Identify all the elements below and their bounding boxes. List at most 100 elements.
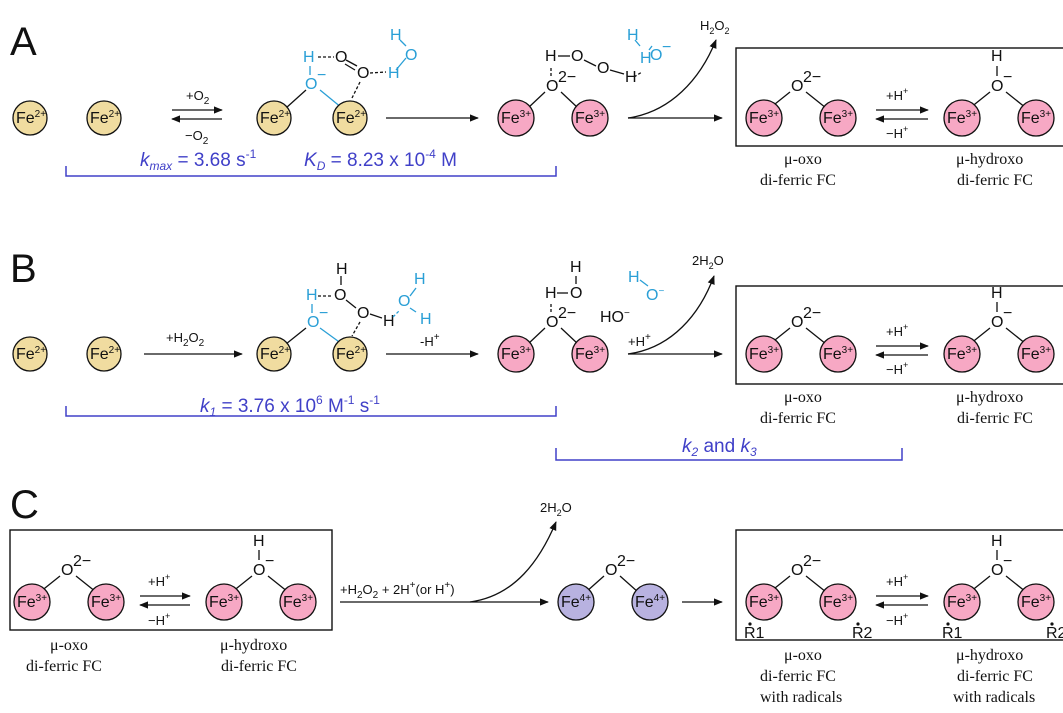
svg-text:−: − bbox=[1003, 69, 1012, 86]
caption-mu-hydroxo: μ-hydroxo bbox=[956, 389, 1023, 406]
svg-text:Fe3+: Fe3+ bbox=[823, 593, 853, 611]
svg-text:O: O bbox=[305, 76, 317, 93]
panel-label-a: A bbox=[10, 20, 37, 64]
svg-text:H: H bbox=[625, 69, 637, 86]
svg-text:Fe3+: Fe3+ bbox=[209, 593, 239, 611]
svg-text:2−: 2− bbox=[558, 305, 576, 322]
caption-mu-hydroxo: μ-hydroxo bbox=[956, 647, 1023, 664]
svg-text:−: − bbox=[1003, 305, 1012, 322]
svg-text:Fe3+: Fe3+ bbox=[91, 593, 121, 611]
release-arrow bbox=[627, 39, 717, 119]
svg-text:+H+: +H+ bbox=[886, 572, 908, 589]
svg-text:Fe2+: Fe2+ bbox=[336, 345, 366, 363]
svg-text:Fe4+: Fe4+ bbox=[561, 593, 591, 611]
svg-text:2−: 2− bbox=[558, 69, 576, 86]
svg-text:Fe2+: Fe2+ bbox=[90, 345, 120, 363]
svg-text:R2: R2 bbox=[852, 625, 873, 642]
intermediate-b: Fe2+ Fe2+ O − H O H O H O H H bbox=[256, 261, 432, 372]
reagent-plus-h2o2: +H2O2 bbox=[166, 330, 205, 349]
svg-text:H: H bbox=[545, 285, 557, 302]
caption-diferric-fc: di-ferric FC bbox=[760, 410, 836, 427]
svg-text:O: O bbox=[61, 562, 73, 579]
svg-text:H: H bbox=[388, 65, 400, 82]
svg-text:O: O bbox=[597, 60, 609, 77]
svg-text:Fe3+: Fe3+ bbox=[749, 345, 779, 363]
svg-text:Fe3+: Fe3+ bbox=[947, 593, 977, 611]
diferric-radical-box-c: Fe3+ Fe3+ O 2− R1 R2 +H+ −H+ Fe3+ Fe3+ O… bbox=[735, 529, 1063, 642]
rate-kd: KD = 8.23 x 10-4 M bbox=[304, 147, 457, 173]
svg-text:−H+: −H+ bbox=[886, 611, 908, 628]
rate-k1: k1 = 3.76 x 106 M-1 s-1 bbox=[200, 393, 380, 419]
svg-text:−: − bbox=[319, 305, 328, 322]
svg-text:HO−: HO− bbox=[600, 308, 630, 326]
svg-text:O: O bbox=[307, 314, 319, 331]
release-arrow bbox=[469, 521, 557, 603]
fe2-ion: Fe2+ bbox=[12, 336, 48, 372]
reagent-c: +H2O2 + 2H+(or H+) bbox=[340, 580, 455, 601]
reagent-minus-hplus: -H+ bbox=[420, 332, 440, 349]
diferric-reactant-box-c: Fe3+ Fe3+ O 2− +H+ −H+ Fe3+ Fe3+ O − H bbox=[9, 529, 333, 631]
svg-text:Fe3+: Fe3+ bbox=[575, 345, 605, 363]
svg-text:Fe3+: Fe3+ bbox=[17, 593, 47, 611]
svg-text:H: H bbox=[991, 285, 1003, 302]
caption-mu-hydroxo: μ-hydroxo bbox=[220, 637, 287, 654]
svg-text:H: H bbox=[420, 311, 432, 328]
svg-text:−: − bbox=[317, 67, 326, 84]
svg-text:O: O bbox=[791, 562, 803, 579]
svg-text:Fe3+: Fe3+ bbox=[1021, 109, 1051, 127]
svg-text:O: O bbox=[991, 562, 1003, 579]
svg-text:−: − bbox=[265, 553, 274, 570]
reagent-plus-hplus: +H+ bbox=[628, 332, 651, 349]
caption-diferric-fc: di-ferric FC bbox=[221, 658, 297, 675]
svg-text:O: O bbox=[650, 47, 662, 64]
svg-text:R1: R1 bbox=[744, 625, 765, 642]
caption-mu-oxo: μ-oxo bbox=[50, 637, 88, 654]
svg-text:−H+: −H+ bbox=[148, 611, 170, 628]
svg-text:H: H bbox=[383, 313, 395, 330]
svg-text:O: O bbox=[335, 49, 347, 66]
product-2h2o: 2H2O bbox=[540, 500, 572, 518]
caption-with-radicals: with radicals bbox=[953, 689, 1035, 706]
hydroxo-water-intermediate-b: Fe3+ Fe3+ O 2− H O H HO− H O− bbox=[497, 259, 664, 373]
svg-text:H: H bbox=[991, 533, 1003, 550]
svg-text:H: H bbox=[306, 287, 318, 304]
svg-text:H: H bbox=[336, 261, 348, 278]
svg-text:2−: 2− bbox=[803, 69, 821, 86]
release-arrow bbox=[627, 275, 715, 355]
hydroperoxo-intermediate-a: Fe3+ Fe3+ O 2− H O O H H H O − bbox=[497, 27, 671, 137]
rate-kmax: kmax = 3.68 s-1 bbox=[140, 147, 257, 173]
svg-text:O: O bbox=[605, 562, 617, 579]
rate-bracket-k2-k3 bbox=[555, 448, 903, 461]
diferric-product-box-b: Fe3+ Fe3+ O 2− +H+ −H+ Fe3+ Fe3+ O − H bbox=[735, 285, 1063, 385]
svg-text:+H+: +H+ bbox=[148, 572, 170, 589]
svg-text:Fe3+: Fe3+ bbox=[501, 109, 531, 127]
svg-text:O: O bbox=[357, 65, 369, 82]
svg-text:Fe2+: Fe2+ bbox=[16, 345, 46, 363]
svg-text:Fe3+: Fe3+ bbox=[1021, 593, 1051, 611]
svg-text:Fe4+: Fe4+ bbox=[635, 593, 665, 611]
svg-text:O: O bbox=[571, 48, 583, 65]
svg-text:+H+: +H+ bbox=[886, 86, 908, 103]
caption-mu-oxo: μ-oxo bbox=[784, 151, 822, 168]
svg-text:H: H bbox=[390, 27, 402, 44]
svg-text:2−: 2− bbox=[617, 553, 635, 570]
svg-text:H: H bbox=[414, 271, 426, 288]
svg-text:H: H bbox=[640, 50, 652, 67]
svg-text:H: H bbox=[545, 48, 557, 65]
caption-diferric-fc: di-ferric FC bbox=[957, 668, 1033, 685]
svg-text:Fe2+: Fe2+ bbox=[336, 109, 366, 127]
svg-text:−: − bbox=[662, 39, 671, 56]
caption-mu-hydroxo: μ-hydroxo bbox=[956, 151, 1023, 168]
svg-text:O: O bbox=[357, 305, 369, 322]
rate-bracket-k1 bbox=[65, 406, 557, 417]
svg-text:O: O bbox=[991, 314, 1003, 331]
svg-text:H: H bbox=[628, 269, 640, 286]
svg-text:Fe3+: Fe3+ bbox=[947, 345, 977, 363]
svg-text:O: O bbox=[334, 287, 346, 304]
svg-text:O: O bbox=[398, 293, 410, 310]
svg-text:−H+: −H+ bbox=[886, 124, 908, 141]
svg-text:2−: 2− bbox=[803, 305, 821, 322]
svg-text:O−: O− bbox=[646, 286, 664, 304]
svg-text:2−: 2− bbox=[803, 553, 821, 570]
